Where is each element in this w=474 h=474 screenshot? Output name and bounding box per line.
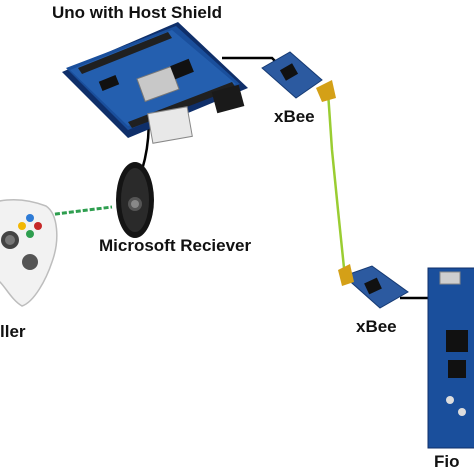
- xbee-module-bottom: [338, 264, 409, 309]
- xbee-wireless-link: [326, 91, 346, 269]
- label-fio: Fio: [434, 452, 460, 471]
- label-controller: ller: [0, 322, 26, 341]
- label-microsoft-receiver: Microsoft Reciever: [99, 236, 252, 255]
- label-uno-with-host-shield: Uno with Host Shield: [52, 3, 222, 22]
- arduino-uno-host-shield: [62, 22, 248, 144]
- xbee-module-top: [261, 51, 336, 102]
- label-xbee-top: xBee: [274, 107, 315, 126]
- xbox-360-controller: [0, 199, 58, 307]
- microsoft-wireless-receiver: [116, 162, 154, 238]
- arduino-fio-board: [427, 267, 474, 449]
- controller-receiver-link: [47, 205, 113, 217]
- label-xbee-bottom: xBee: [356, 317, 397, 336]
